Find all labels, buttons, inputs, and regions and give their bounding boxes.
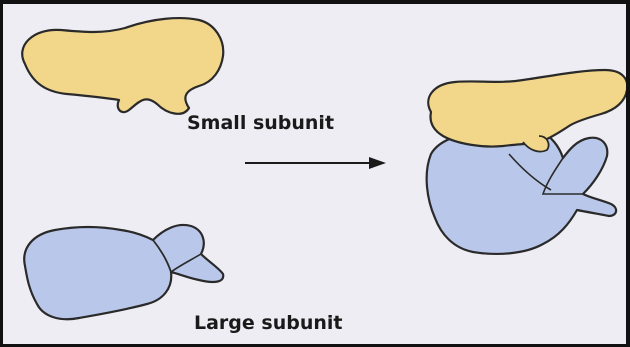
large-subunit-shape: [24, 225, 223, 319]
assembled-small-subunit-shape: [428, 70, 627, 147]
small-subunit-shape: [22, 18, 223, 114]
assembly-arrow-head: [369, 157, 386, 169]
assembled-large-subunit-shape: [427, 130, 616, 254]
small-subunit-label: Small subunit: [187, 112, 334, 134]
ribosome-assembly-illustration: [3, 4, 630, 347]
large-subunit-label: Large subunit: [194, 312, 342, 334]
